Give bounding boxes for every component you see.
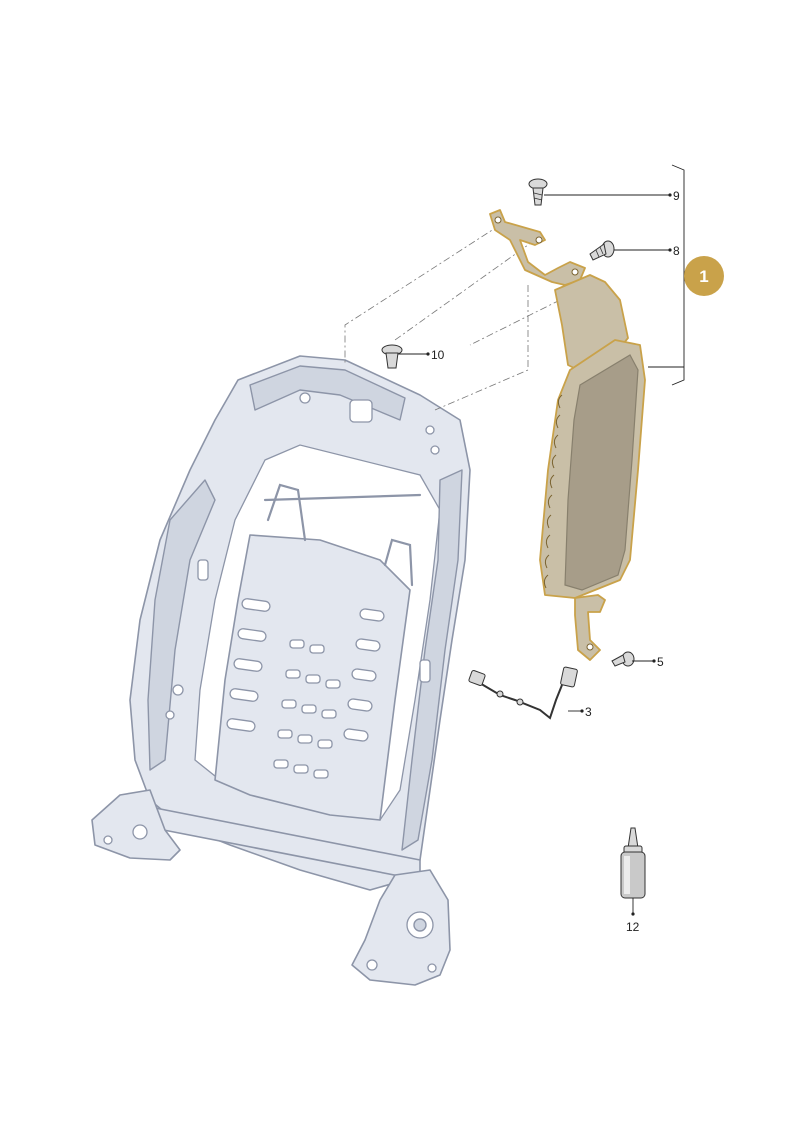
leader-lines [398,164,685,916]
wiring-harness-3 [468,666,578,720]
badge-label: 1 [699,267,708,286]
adhesive-bottle-12 [620,827,646,899]
airbag-ribbed-edge [543,394,563,589]
screw-9 [528,178,548,206]
assembly-dashed-lines [344,224,561,411]
part-badge-1[interactable]: 1 [684,256,724,296]
lumbar-panel-slots [226,598,385,779]
side-airbag-module [489,209,646,661]
callout-5: 5 [657,655,664,669]
callout-12: 12 [626,920,640,934]
screw-5 [611,651,635,667]
screw-8 [589,240,615,261]
callout-3: 3 [585,705,592,719]
seat-backrest-frame [91,355,471,986]
callout-8: 8 [673,244,680,258]
badge-circle [684,256,724,296]
clip-10 [381,344,403,369]
callout-9: 9 [673,189,680,203]
callout-labels: 9 8 10 5 3 12 [431,189,680,934]
callout-10: 10 [431,348,445,362]
